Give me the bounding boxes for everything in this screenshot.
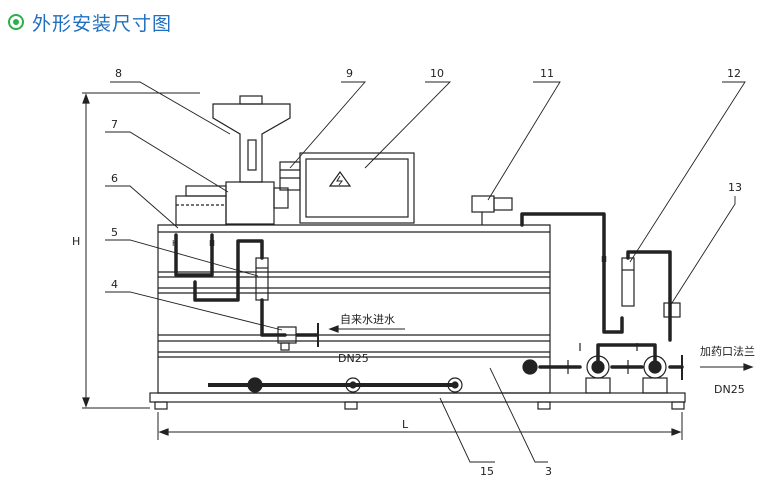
inlet-piping xyxy=(174,233,287,337)
mixing-compartment xyxy=(175,195,227,226)
dosing-outlet-arrow-icon xyxy=(743,363,754,371)
header: 外形安装尺寸图 xyxy=(8,8,172,36)
base-foot-3 xyxy=(537,401,551,410)
main-tank xyxy=(157,224,551,394)
valve-mark-3: H xyxy=(601,255,607,264)
circle-bullet-icon xyxy=(8,14,24,30)
base-foot-2 xyxy=(344,401,358,410)
agitator-gearbox xyxy=(471,195,495,213)
callout-4: 4 xyxy=(111,278,118,291)
callout-6: 6 xyxy=(111,172,118,185)
inlet-dn-label: DN25 xyxy=(338,352,369,365)
outlet-piping xyxy=(520,212,684,369)
callout-8: 8 xyxy=(115,67,122,80)
callout-3: 3 xyxy=(545,465,552,478)
length-label: L xyxy=(402,418,409,431)
callout-11: 11 xyxy=(540,67,554,80)
valve-mark-2: H xyxy=(209,239,215,248)
dosing-flange-label: 加药口法兰 xyxy=(700,344,755,358)
diagram-text: 8 9 10 11 12 13 7 6 5 4 15 3 自来水进水 DN25 … xyxy=(72,67,755,478)
tap-water-inlet-label: 自来水进水 xyxy=(340,313,395,326)
drain-valve xyxy=(522,359,538,375)
feeder-motor xyxy=(279,161,301,191)
callout-9: 9 xyxy=(346,67,353,80)
height-label: H xyxy=(72,235,80,248)
callout-13: 13 xyxy=(728,181,742,194)
outlet-dn-label: DN25 xyxy=(714,383,745,396)
base-foot-1 xyxy=(154,401,168,410)
callout-10: 10 xyxy=(430,67,444,80)
callout-7: 7 xyxy=(111,118,118,131)
hopper-lid xyxy=(239,95,263,105)
base-foot-4 xyxy=(671,401,685,410)
electric-hazard-icon xyxy=(328,170,352,187)
page-title: 外形安装尺寸图 xyxy=(32,12,173,35)
inlet-flowmeter xyxy=(255,257,269,301)
callout-12: 12 xyxy=(727,67,741,80)
water-inlet-arrow-icon xyxy=(328,325,339,333)
screw-feeder-body xyxy=(225,181,275,225)
callout-5: 5 xyxy=(111,226,118,239)
agitator-motor xyxy=(493,197,513,211)
callout-15: 15 xyxy=(480,465,494,478)
control-cabinet xyxy=(299,152,415,224)
valve-mark-1: H xyxy=(172,239,178,248)
feeder-gearbox xyxy=(273,187,289,209)
hopper-window xyxy=(247,139,257,171)
pressure-gauge xyxy=(663,302,681,318)
outlet-flowmeter xyxy=(621,257,635,307)
base-frame xyxy=(149,392,686,403)
callout-leaders xyxy=(105,81,746,463)
